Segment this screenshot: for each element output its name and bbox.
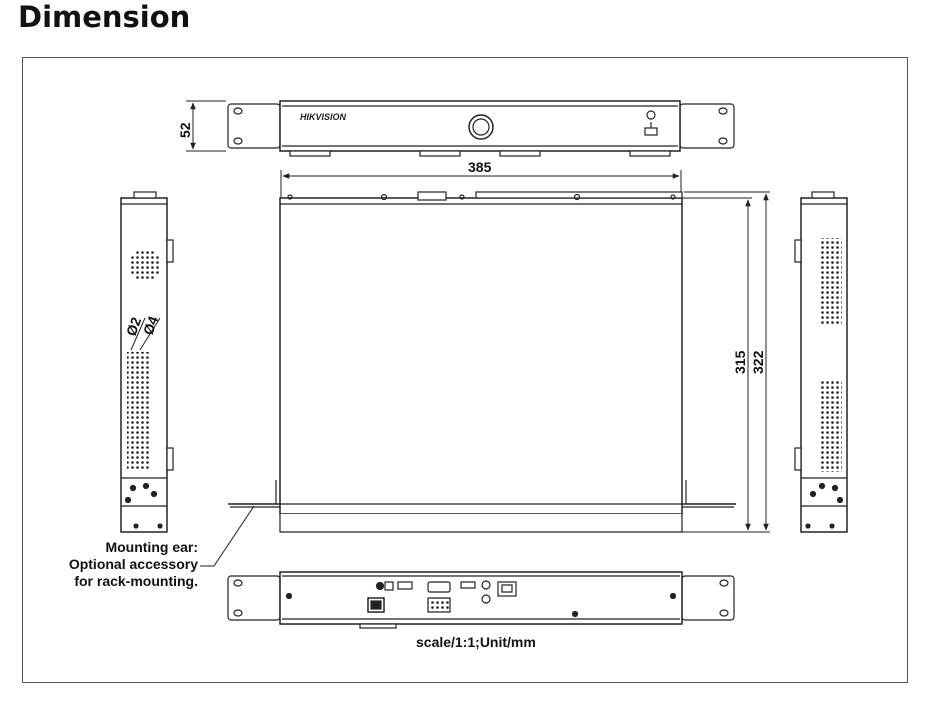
page-title: Dimension [18,0,191,34]
hdmi-port-icon [460,581,476,589]
left-side-view [120,191,174,533]
height-dimension [186,100,226,152]
depth-dimensions [682,191,770,533]
side-vent-right-top [820,238,842,324]
lan-port-icon [497,581,517,597]
dc-input-icon [375,581,385,591]
front-view [227,100,735,157]
front-panel [279,100,681,152]
power-button-icon [468,114,494,140]
drawing-frame [22,57,908,683]
front-left-ear [227,103,281,149]
mounting-ear-note: Mounting ear: Optional accessory for rac… [66,539,198,590]
side-vent-left [127,352,149,470]
front-right-ear [679,103,735,149]
mounting-ear-leader [200,505,255,567]
depth-total-label: 322 [750,350,766,374]
width-label: 385 [468,159,492,175]
mounting-note-line1: Mounting ear: [105,539,198,555]
io-connector-icon [427,597,451,613]
brand-logo: HIKVISION [300,112,347,122]
scale-note: scale/1:1;Unit/mm [416,634,536,650]
fan-vent-icon [129,249,161,281]
top-body [279,197,683,515]
terminal-block-icon [397,581,413,590]
hole-large-label: Ø4 [140,314,161,337]
audio-out-icon [481,580,491,590]
led-icon [646,110,656,120]
depth-body-label: 315 [732,350,748,374]
mounting-note-line3: for rack-mounting. [74,573,198,589]
rear-view [227,571,735,629]
right-side-view [794,191,848,533]
mounting-note-line2: Optional accessory [68,556,198,572]
hole-small-label: Ø2 [123,315,144,338]
vga-port-icon [427,581,451,593]
top-view [228,191,736,533]
audio-in-icon [481,594,491,604]
height-label: 52 [177,122,193,138]
side-vent-right-bottom [820,380,842,472]
